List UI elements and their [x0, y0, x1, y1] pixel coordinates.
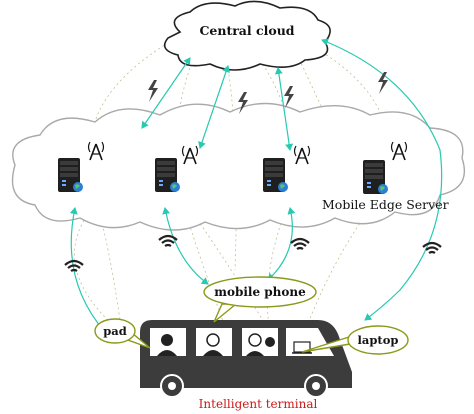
mobile-phone-bubble: mobile phone	[203, 276, 317, 323]
mobile-phone-label: mobile phone	[214, 285, 306, 299]
pad-bubble: pad	[94, 318, 151, 349]
bus-icon	[140, 320, 352, 398]
wifi-icon	[63, 234, 443, 273]
cloud-links	[141, 38, 443, 321]
intelligent-terminal-label: Intelligent terminal	[199, 397, 318, 411]
laptop-label: laptop	[358, 333, 399, 347]
terminal-links	[69, 207, 296, 333]
central-cloud-label: Central cloud	[199, 23, 294, 38]
laptop-bubble: laptop	[301, 325, 409, 355]
pad-label: pad	[103, 324, 127, 338]
mobile-edge-server-label: Mobile Edge Server	[322, 197, 449, 212]
